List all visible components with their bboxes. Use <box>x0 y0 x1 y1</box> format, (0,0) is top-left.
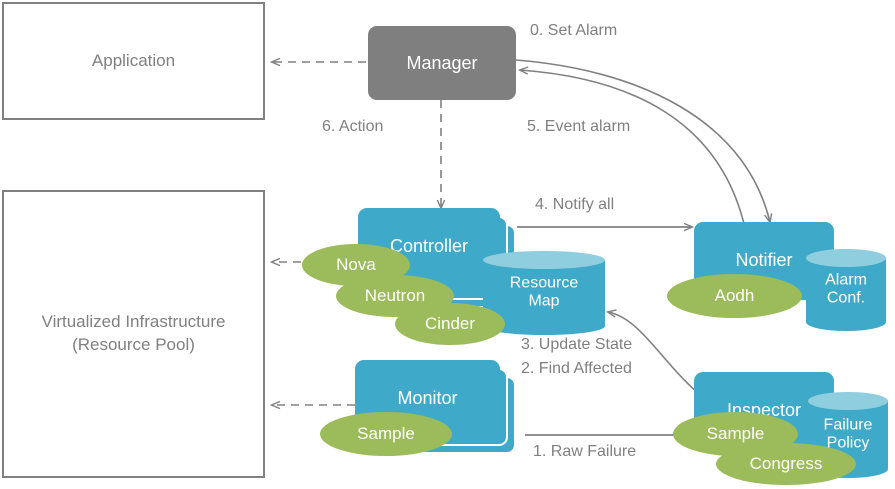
edge-label-event-alarm: 5. Event alarm <box>527 118 631 135</box>
failure-policy-line2: Policy <box>826 435 870 452</box>
edge-label-find-affected: 2. Find Affected <box>521 360 632 377</box>
resource-map-cylinder[interactable]: Resource Map <box>483 251 605 335</box>
monitor-label: Monitor <box>397 388 458 408</box>
controller-label: Controller <box>389 236 469 256</box>
resource-map-label: Resource Map <box>483 275 605 312</box>
edge-event-alarm <box>520 70 746 229</box>
notifier-label: Notifier <box>735 250 793 270</box>
failure-policy-line1: Failure <box>823 416 873 434</box>
cylinder-body <box>806 258 886 322</box>
alarm-conf-cylinder[interactable]: Alarm Conf. <box>806 249 886 331</box>
resource-map-line1: Resource <box>509 274 579 292</box>
cylinder-top <box>808 392 888 410</box>
resource-map-line2: Map <box>528 293 560 310</box>
oval-congress[interactable]: Congress <box>716 443 856 485</box>
cylinder-top <box>483 251 605 269</box>
failure-policy-label: Failure Policy <box>808 417 888 454</box>
infrastructure-label-line1: Virtualized Infrastructure <box>41 312 226 332</box>
edge-label-notify-all: 4. Notify all <box>535 196 615 213</box>
cylinder-bottom <box>806 313 886 331</box>
edge-label-raw-failure: 1. Raw Failure <box>533 443 637 460</box>
edge-label-update-state: 3. Update State <box>521 336 633 353</box>
cylinder-bottom <box>483 317 605 335</box>
inspector-sample-label: Sample <box>706 424 765 443</box>
oval-cinder[interactable]: Cinder <box>395 303 505 345</box>
application-box[interactable]: Application <box>2 2 265 120</box>
alarm-conf-label: Alarm Conf. <box>806 272 886 309</box>
edge-label-action: 6. Action <box>322 118 384 135</box>
edge-label-set-alarm: 0. Set Alarm <box>530 22 618 39</box>
application-label: Application <box>91 50 176 70</box>
edge-set-alarm <box>515 59 770 222</box>
edge-update-state <box>608 312 701 396</box>
monitor-sample-label: Sample <box>357 424 415 443</box>
cylinder-top <box>806 249 886 267</box>
nova-label: Nova <box>336 255 376 274</box>
infrastructure-label-line2: (Resource Pool) <box>72 335 195 354</box>
alarm-conf-line2: Conf. <box>826 290 866 307</box>
cinder-label: Cinder <box>424 314 476 333</box>
neutron-label: Neutron <box>364 286 426 305</box>
oval-monitor-sample[interactable]: Sample <box>320 412 452 456</box>
aodh-label: Aodh <box>714 286 755 305</box>
congress-label: Congress <box>749 454 823 473</box>
oval-aodh[interactable]: Aodh <box>667 274 802 318</box>
infrastructure-box[interactable]: Virtualized Infrastructure (Resource Poo… <box>2 190 265 478</box>
manager-node[interactable]: Manager <box>368 26 516 100</box>
manager-label: Manager <box>406 52 478 73</box>
cylinder-body <box>483 260 605 326</box>
alarm-conf-line1: Alarm <box>825 271 867 289</box>
